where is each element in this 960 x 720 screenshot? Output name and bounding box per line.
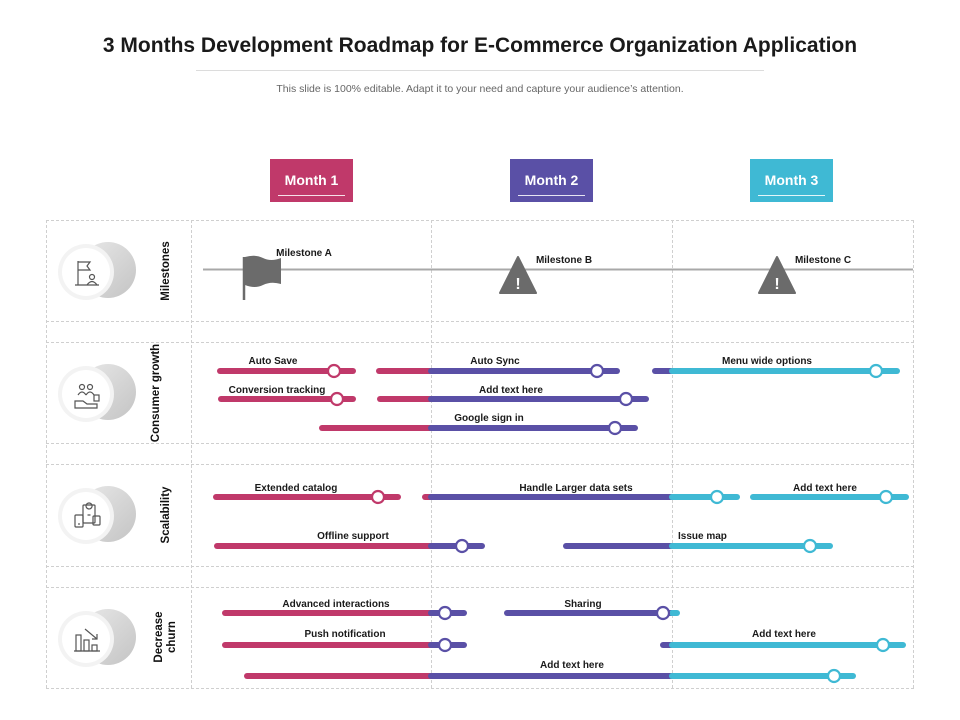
month-3-label: Month 3 — [764, 172, 819, 188]
grid-line — [191, 220, 192, 688]
task-label: Add text here — [793, 483, 857, 494]
declining-bars-icon — [74, 628, 100, 652]
grid-line — [46, 220, 47, 688]
task-label: Push notification — [304, 629, 385, 640]
flag-icon — [245, 255, 281, 287]
warning-icon: ! — [515, 276, 520, 293]
flag-person-icon — [75, 261, 99, 286]
grid-line — [913, 220, 914, 688]
month-2-label: Month 2 — [524, 172, 579, 188]
task-label: Add text here — [479, 385, 543, 396]
task-label: Offline support — [317, 531, 389, 542]
title-divider — [196, 70, 764, 71]
progress-knob — [454, 538, 470, 554]
row-icon-decrease-churn — [56, 609, 136, 667]
grid-line — [46, 321, 914, 322]
task-label: Conversion tracking — [229, 385, 326, 396]
progress-knob — [437, 637, 453, 653]
progress-knob — [329, 391, 345, 407]
task-label: Handle Larger data sets — [519, 483, 633, 494]
hand-people-icon — [74, 383, 100, 409]
progress-knob — [655, 605, 671, 621]
warning-icon: ! — [774, 276, 779, 293]
grid-line — [46, 342, 914, 343]
grid-line — [46, 587, 914, 588]
task-label: Advanced interactions — [282, 599, 390, 610]
task-label: Milestone C — [795, 255, 851, 266]
progress-knob — [437, 605, 453, 621]
task-label: Extended catalog — [255, 483, 338, 494]
page-subtitle: This slide is 100% editable. Adapt it to… — [276, 83, 684, 95]
page-title: 3 Months Development Roadmap for E-Comme… — [102, 34, 858, 57]
task-label: Milestone A — [276, 248, 332, 259]
task-label: Milestone B — [536, 255, 592, 266]
row-icon-scalability — [56, 486, 136, 544]
grid-line — [46, 220, 914, 221]
grid-line — [46, 443, 914, 444]
devices-bulb-icon — [74, 502, 101, 528]
progress-knob — [875, 637, 891, 653]
progress-knob — [370, 489, 386, 505]
task-label: Issue map — [678, 531, 727, 542]
task-label: Auto Sync — [470, 356, 520, 367]
month-3-header: Month 3 — [750, 159, 833, 202]
warning-icon — [758, 256, 796, 294]
month-2-header: Month 2 — [510, 159, 593, 202]
progress-knob — [607, 420, 623, 436]
progress-knob — [618, 391, 634, 407]
progress-knob — [868, 363, 884, 379]
grid-line — [431, 220, 432, 688]
grid-line — [46, 464, 914, 465]
month-1-header: Month 1 — [270, 159, 353, 202]
task-label: Add text here — [752, 629, 816, 640]
progress-knob — [878, 489, 894, 505]
task-label: Sharing — [564, 599, 601, 610]
task-label: Google sign in — [454, 413, 523, 424]
progress-knob — [802, 538, 818, 554]
month-1-label: Month 1 — [284, 172, 339, 188]
grid-line — [46, 688, 914, 689]
progress-knob — [326, 363, 342, 379]
grid-line — [672, 220, 673, 688]
progress-knob — [589, 363, 605, 379]
task-label: Add text here — [540, 660, 604, 671]
row-icon-consumer-growth — [56, 364, 136, 422]
task-label: Auto Save — [249, 356, 298, 367]
row-icon-milestones — [56, 242, 136, 300]
warning-icon — [499, 256, 537, 294]
task-label: Menu wide options — [722, 356, 812, 367]
grid-line — [46, 566, 914, 567]
progress-knob — [826, 668, 842, 684]
progress-knob — [709, 489, 725, 505]
